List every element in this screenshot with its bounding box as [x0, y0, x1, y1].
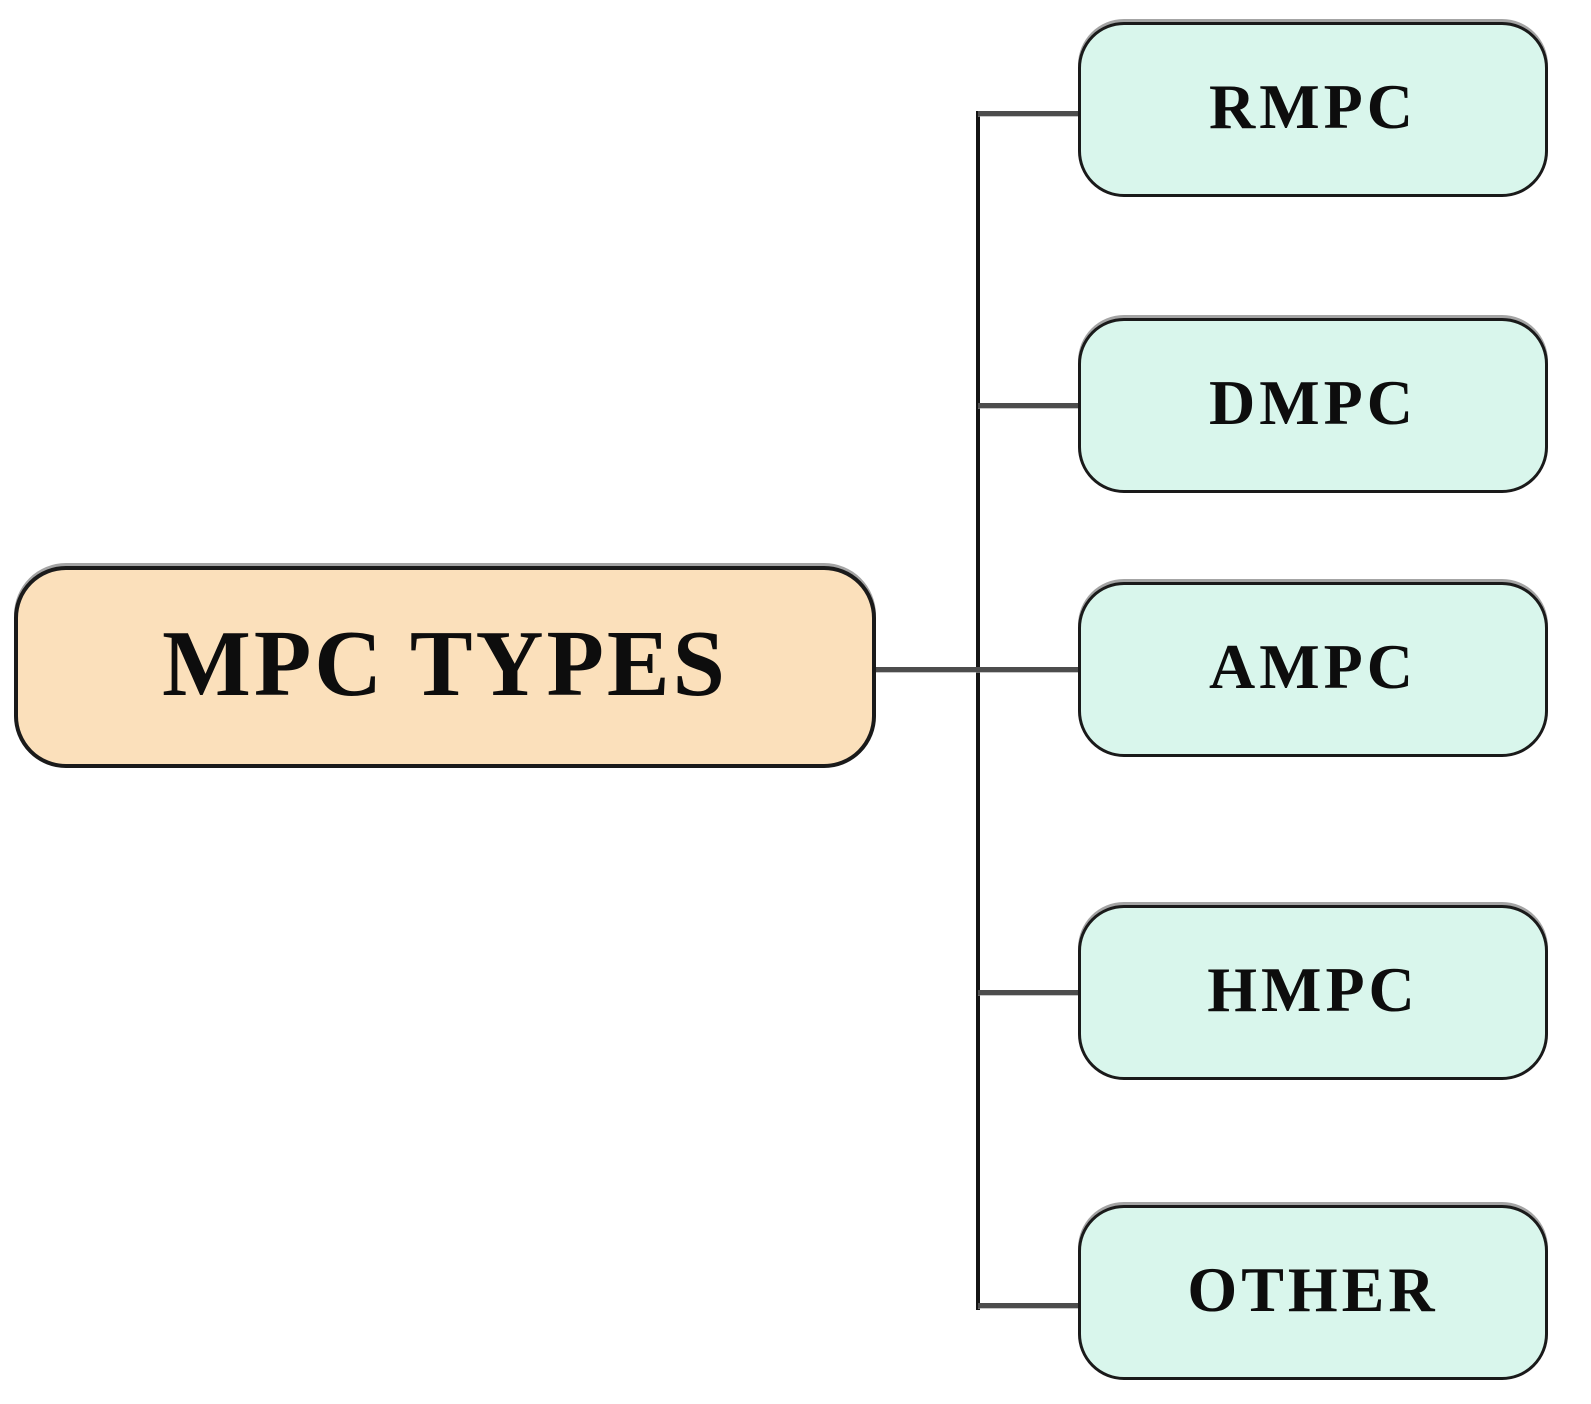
- connector-trunk-line: [976, 111, 980, 1310]
- node-ampc-label: AMPC: [1209, 630, 1417, 702]
- node-other-label: OTHER: [1187, 1253, 1439, 1325]
- node-rmpc: RMPC: [1078, 22, 1548, 197]
- node-other: OTHER: [1078, 1205, 1548, 1380]
- connector-branch-rmpc: [978, 111, 1080, 116]
- node-hmpc-label: HMPC: [1207, 953, 1419, 1025]
- connector-branch-dmpc: [978, 403, 1080, 408]
- connector-branch-other: [978, 1303, 1080, 1308]
- node-ampc: AMPC: [1078, 582, 1548, 757]
- node-hmpc: HMPC: [1078, 905, 1548, 1080]
- node-rmpc-label: RMPC: [1209, 70, 1417, 142]
- node-mpc-types-label: MPC TYPES: [162, 612, 728, 716]
- node-dmpc: DMPC: [1078, 318, 1548, 493]
- connector-branch-hmpc: [978, 990, 1080, 995]
- node-dmpc-label: DMPC: [1209, 366, 1417, 438]
- node-mpc-types: MPC TYPES: [14, 566, 876, 768]
- connector-root-to-trunk: [874, 667, 1080, 672]
